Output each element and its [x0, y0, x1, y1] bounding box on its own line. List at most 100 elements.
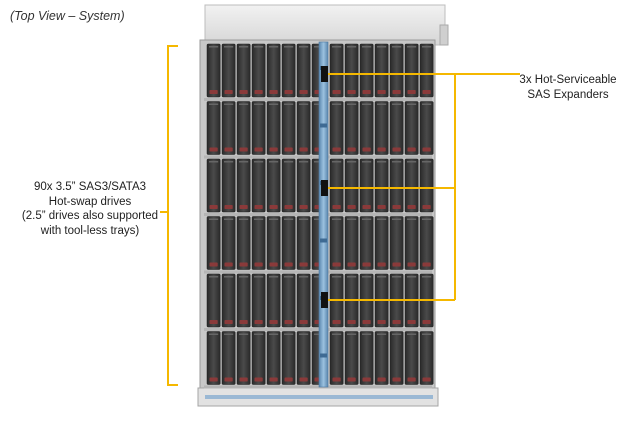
expander-callout-line: 3x Hot-Serviceable — [519, 74, 617, 86]
drive-led — [209, 320, 218, 324]
drive-led — [254, 377, 263, 382]
drive-bays — [204, 43, 434, 389]
drive-led — [299, 147, 308, 152]
chassis-top-cover — [204, 4, 446, 46]
drive-led — [284, 90, 293, 94]
drive-led — [224, 147, 233, 152]
drive-handle — [392, 276, 402, 278]
drive-led — [299, 90, 308, 94]
drive-handle — [407, 333, 417, 335]
drive-tray — [359, 43, 374, 98]
drive-led — [254, 147, 263, 152]
rail-clip — [320, 238, 327, 243]
rail-clip — [320, 123, 327, 128]
drive-handle — [377, 46, 387, 48]
drive-led — [269, 147, 278, 152]
drive-handle — [284, 333, 294, 335]
drive-tray — [329, 331, 344, 385]
drive-led — [284, 262, 293, 267]
drive-led — [269, 90, 278, 94]
drive-led — [224, 205, 233, 209]
drive-tray — [251, 101, 266, 155]
drive-tray — [389, 158, 404, 213]
drive-handle — [422, 218, 432, 220]
drive-tray — [221, 273, 236, 328]
drive-led — [362, 262, 371, 267]
drive-handle — [407, 103, 417, 105]
drive-handle — [377, 333, 387, 335]
drive-handle — [299, 103, 309, 105]
drive-tray — [389, 216, 404, 270]
drive-handle — [284, 161, 294, 163]
drive-handle — [347, 276, 357, 278]
drive-handle — [269, 333, 279, 335]
drive-led — [209, 90, 218, 94]
drive-tray — [404, 43, 419, 98]
drive-led — [422, 205, 431, 209]
drive-tray — [281, 158, 296, 213]
drive-handle — [392, 103, 402, 105]
drive-tray — [389, 331, 404, 385]
drive-handle — [422, 46, 432, 48]
drive-handle — [284, 276, 294, 278]
drive-handle — [407, 218, 417, 220]
drive-handle — [224, 276, 234, 278]
drive-tray — [344, 331, 359, 385]
drive-handle — [314, 103, 324, 105]
drive-led — [392, 262, 401, 267]
drive-handle — [377, 218, 387, 220]
drive-handle — [332, 333, 342, 335]
drive-handle — [407, 276, 417, 278]
drive-handle — [299, 276, 309, 278]
row-separator — [204, 270, 432, 274]
drive-tray — [221, 101, 236, 155]
drive-tray — [419, 331, 434, 385]
drive-tray — [251, 158, 266, 213]
drive-tray — [251, 273, 266, 328]
drive-handle — [347, 46, 357, 48]
drive-tray — [329, 158, 344, 213]
drive-callout-line: (2.5” drives also supported — [21, 210, 159, 222]
drive-led — [377, 320, 386, 324]
drive-handle — [239, 276, 249, 278]
drive-led — [332, 262, 341, 267]
drive-led — [407, 320, 416, 324]
rail-clip — [320, 353, 327, 358]
drive-tray — [389, 101, 404, 155]
drive-tray — [404, 331, 419, 385]
drive-handle — [377, 276, 387, 278]
drive-handle — [314, 46, 324, 48]
drive-handle — [254, 103, 264, 105]
drive-led — [299, 262, 308, 267]
drive-led — [362, 90, 371, 94]
drive-handle — [209, 218, 219, 220]
drive-tray — [236, 331, 251, 385]
drive-led — [377, 147, 386, 152]
drive-handle — [269, 103, 279, 105]
drive-callout-label: 90x 3.5” SAS3/SATA3 Hot-swap drives (2.5… — [20, 180, 160, 238]
drive-tray — [296, 101, 311, 155]
drive-led — [392, 320, 401, 324]
drive-led — [377, 90, 386, 94]
drive-led — [332, 147, 341, 152]
drive-tray — [206, 273, 221, 328]
drive-led — [377, 205, 386, 209]
drive-led — [362, 320, 371, 324]
drive-tray — [419, 216, 434, 270]
drive-led — [407, 377, 416, 382]
drive-led — [377, 377, 386, 382]
drive-tray — [236, 216, 251, 270]
drive-handle — [209, 161, 219, 163]
drive-led — [299, 205, 308, 209]
drive-led — [254, 205, 263, 209]
drive-handle — [254, 218, 264, 220]
row-separator — [204, 213, 432, 216]
drive-tray — [419, 101, 434, 155]
drive-handle — [284, 218, 294, 220]
chassis-base-rail — [205, 395, 433, 399]
drive-handle — [314, 161, 324, 163]
drive-led — [284, 377, 293, 382]
drive-tray — [359, 158, 374, 213]
drive-handle — [224, 103, 234, 105]
drive-handle — [332, 276, 342, 278]
